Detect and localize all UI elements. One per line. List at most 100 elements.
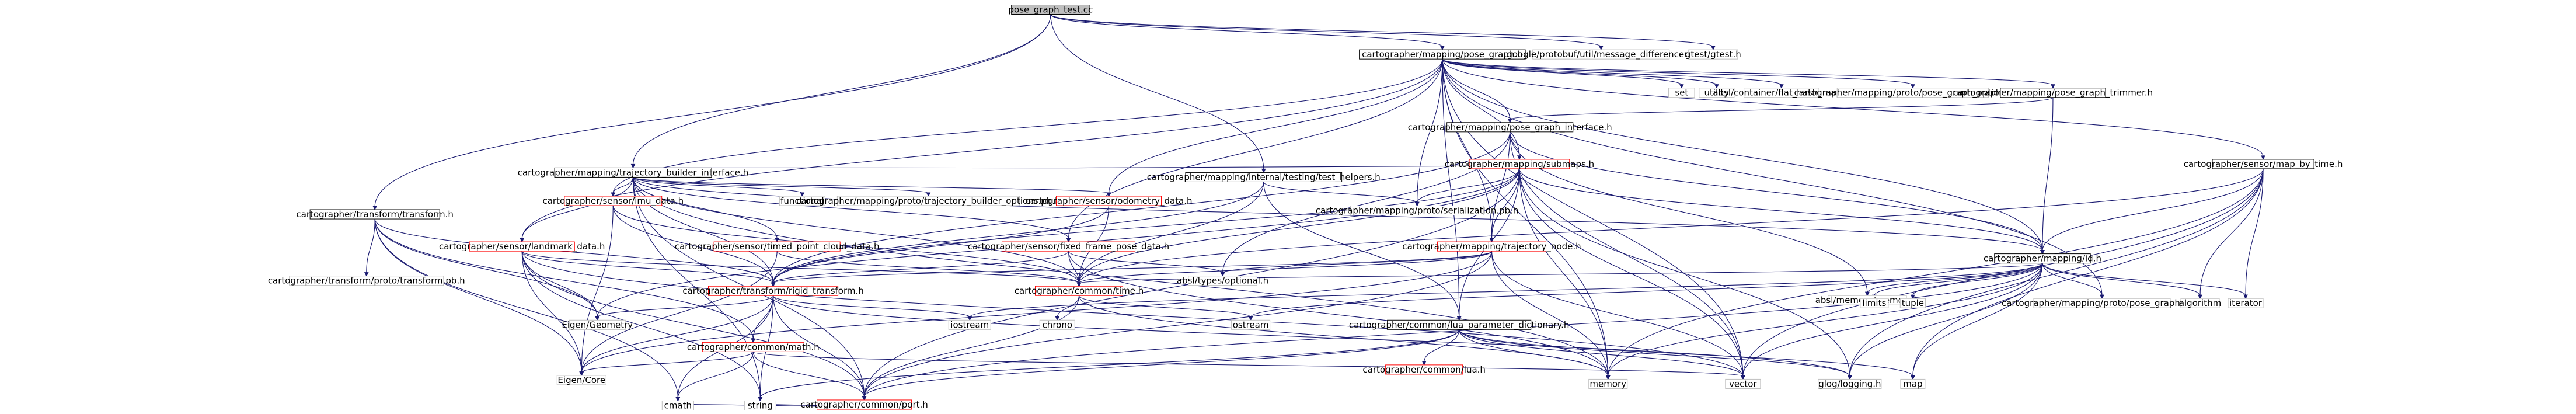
node-odom[interactable]: cartographer/sensor/odometry_data.h [1026, 196, 1193, 207]
edge-arrowhead-submaps-lpd [1456, 316, 1462, 321]
node-box-eicore [556, 375, 606, 385]
edge-pg-pgi [1442, 59, 1511, 120]
edge-pg-serial [1417, 59, 1443, 203]
node-fixed[interactable]: cartographer/sensor/fixed_frame_pose_dat… [968, 241, 1169, 252]
edge-tbi-string [632, 177, 761, 398]
node-submaps[interactable]: cartographer/mapping/submaps.h [1445, 159, 1594, 169]
edge-pg-maptime [1442, 59, 2264, 156]
node-box-fixed [1001, 241, 1136, 252]
node-ctime[interactable]: cartographer/common/time.h [1015, 286, 1144, 296]
edge-trajnode-abslopt [1222, 251, 1493, 274]
node-label-ctime: cartographer/common/time.h [1015, 286, 1144, 296]
edge-submaps-ctime [1078, 168, 1520, 284]
node-abslopt: absl/types/optional.h [1177, 276, 1268, 286]
node-pgtrim[interactable]: cartographer/mapping/pose_graph_trimmer.… [1953, 88, 2153, 99]
node-testh[interactable]: cartographer/mapping/internal/testing/te… [1147, 172, 1381, 183]
node-tpcd[interactable]: cartographer/sensor/timed_point_cloud_da… [675, 241, 880, 252]
edge-id-iostream [969, 263, 2043, 318]
edge-id-iterator [2042, 263, 2246, 296]
edge-ctime-ostream [1078, 295, 1252, 318]
node-imu[interactable]: cartographer/sensor/imu_data.h [542, 196, 684, 207]
edge-maptime-memory [1608, 168, 2264, 377]
edge-pg-utility [1442, 58, 1717, 86]
edge-rigid-eicore [581, 295, 774, 373]
node-landmark[interactable]: cartographer/sensor/landmark_data.h [439, 241, 605, 252]
edge-id-abslmem [1867, 263, 2043, 293]
node-id[interactable]: cartographer/mapping/id.h [1984, 253, 2101, 264]
edge-tf-eigeo [374, 219, 598, 318]
node-tf[interactable]: cartographer/transform/transform.h [296, 209, 453, 220]
edge-arrowhead-lpd-string [758, 396, 763, 402]
node-label-limits: limits [1862, 298, 1886, 308]
node-lpd[interactable]: cartographer/common/lua_parameter_dictio… [1349, 319, 1570, 330]
edge-lpd-map [1459, 329, 1913, 377]
edge-arrowhead-root-msgdiff [1598, 46, 1604, 51]
edge-root-tbi [632, 14, 1051, 165]
node-box-port [817, 399, 912, 410]
node-cmathh[interactable]: cartographer/common/math.h [687, 342, 820, 352]
edge-pg-fhm [1442, 58, 1782, 86]
edge-arrowhead-id-iterator [2243, 294, 2248, 300]
node-box-submaps [1469, 159, 1570, 169]
edge-tf-cmath [374, 219, 678, 398]
node-box-utility [1699, 88, 1735, 98]
node-label-tf: cartographer/transform/transform.h [296, 209, 453, 220]
edge-landmark-eicore [521, 251, 582, 373]
edge-ctime-port [864, 295, 1080, 397]
edge-maptime-map [1912, 168, 2264, 377]
edge-pg-id [1442, 59, 2043, 251]
node-box-serial [1350, 205, 1484, 216]
node-box-algorithm [2180, 298, 2220, 308]
edge-cmathh-cmath [677, 352, 754, 398]
edge-pg-pgopt [1442, 58, 1913, 86]
edge-cmathh-eicore [581, 351, 754, 373]
node-tbi[interactable]: cartographer/mapping/trajectory_builder_… [518, 167, 749, 178]
edge-arrowhead-pg-fhm [1779, 84, 1784, 89]
node-root[interactable]: pose_graph_test.cc [1009, 5, 1093, 16]
edge-arrowhead-tbi-functional [800, 192, 805, 197]
edge-arrowhead-tbi-fixed [1066, 238, 1071, 243]
edge-pgtrim-id [2042, 97, 2054, 251]
node-box-glog [1818, 378, 1882, 389]
edge-id-pgproto [2042, 263, 2103, 296]
node-pgi[interactable]: cartographer/mapping/pose_graph_interfac… [1408, 122, 1612, 133]
node-box-string [744, 400, 776, 410]
edge-arrowhead-tbi-odom [1106, 192, 1111, 197]
node-set: set [1668, 88, 1695, 98]
edge-arrowhead-root-tbi [630, 163, 636, 169]
node-box-fhm [1744, 88, 1819, 98]
edge-arrowhead-id-abslmem [1865, 291, 1870, 297]
edge-tpcd-eicore [581, 251, 778, 373]
edge-pgi-rigid [773, 131, 1511, 284]
edge-tbi-odom [632, 176, 1110, 194]
node-pg[interactable]: cartographer/mapping/pose_graph.h [1359, 49, 1526, 60]
node-rigid[interactable]: cartographer/transform/rigid_transform.h [682, 286, 863, 297]
node-pgopt: cartographer/mapping/proto/pose_graph_op… [1794, 88, 2032, 99]
edge-arrowhead-lpd-vector [1741, 375, 1745, 380]
edge-cmathh-port [752, 352, 865, 398]
edge-lpd-vector [1459, 329, 1744, 377]
edge-tbi-memory [632, 177, 1609, 377]
node-box-testh [1185, 172, 1343, 182]
node-iterator: iterator [2228, 298, 2264, 308]
node-port[interactable]: cartographer/common/port.h [800, 399, 928, 410]
edge-tbi-tbopt [632, 176, 929, 194]
edge-trajnode-ctime [1078, 251, 1493, 284]
edge-tbi-submaps [633, 165, 1520, 169]
node-label-id: cartographer/mapping/id.h [1984, 253, 2101, 264]
edge-arrowhead-tbi-imu [611, 192, 616, 197]
edge-arrowhead-trajnode-abslopt [1220, 272, 1225, 277]
node-maptime[interactable]: cartographer/sensor/map_by_time.h [2184, 159, 2343, 170]
node-trajnode[interactable]: cartographer/mapping/trajectory_node.h [1402, 241, 1581, 252]
edge-tbi-functional [632, 176, 803, 194]
node-box-tfproto [289, 276, 444, 286]
edge-arrowhead-pg-pgtrim [2051, 84, 2055, 89]
edge-pg-submaps [1442, 59, 1520, 156]
edge-pg-set [1442, 58, 1682, 86]
node-label-landmark: cartographer/sensor/landmark_data.h [439, 241, 605, 252]
edge-submaps-memory [1519, 168, 1609, 377]
edge-arrowhead-submaps-serial [1414, 201, 1420, 207]
node-lua[interactable]: cartographer/common/lua.h [1362, 364, 1486, 375]
node-box-tbopt [836, 196, 1020, 206]
edge-lpd-lua [1424, 329, 1460, 362]
